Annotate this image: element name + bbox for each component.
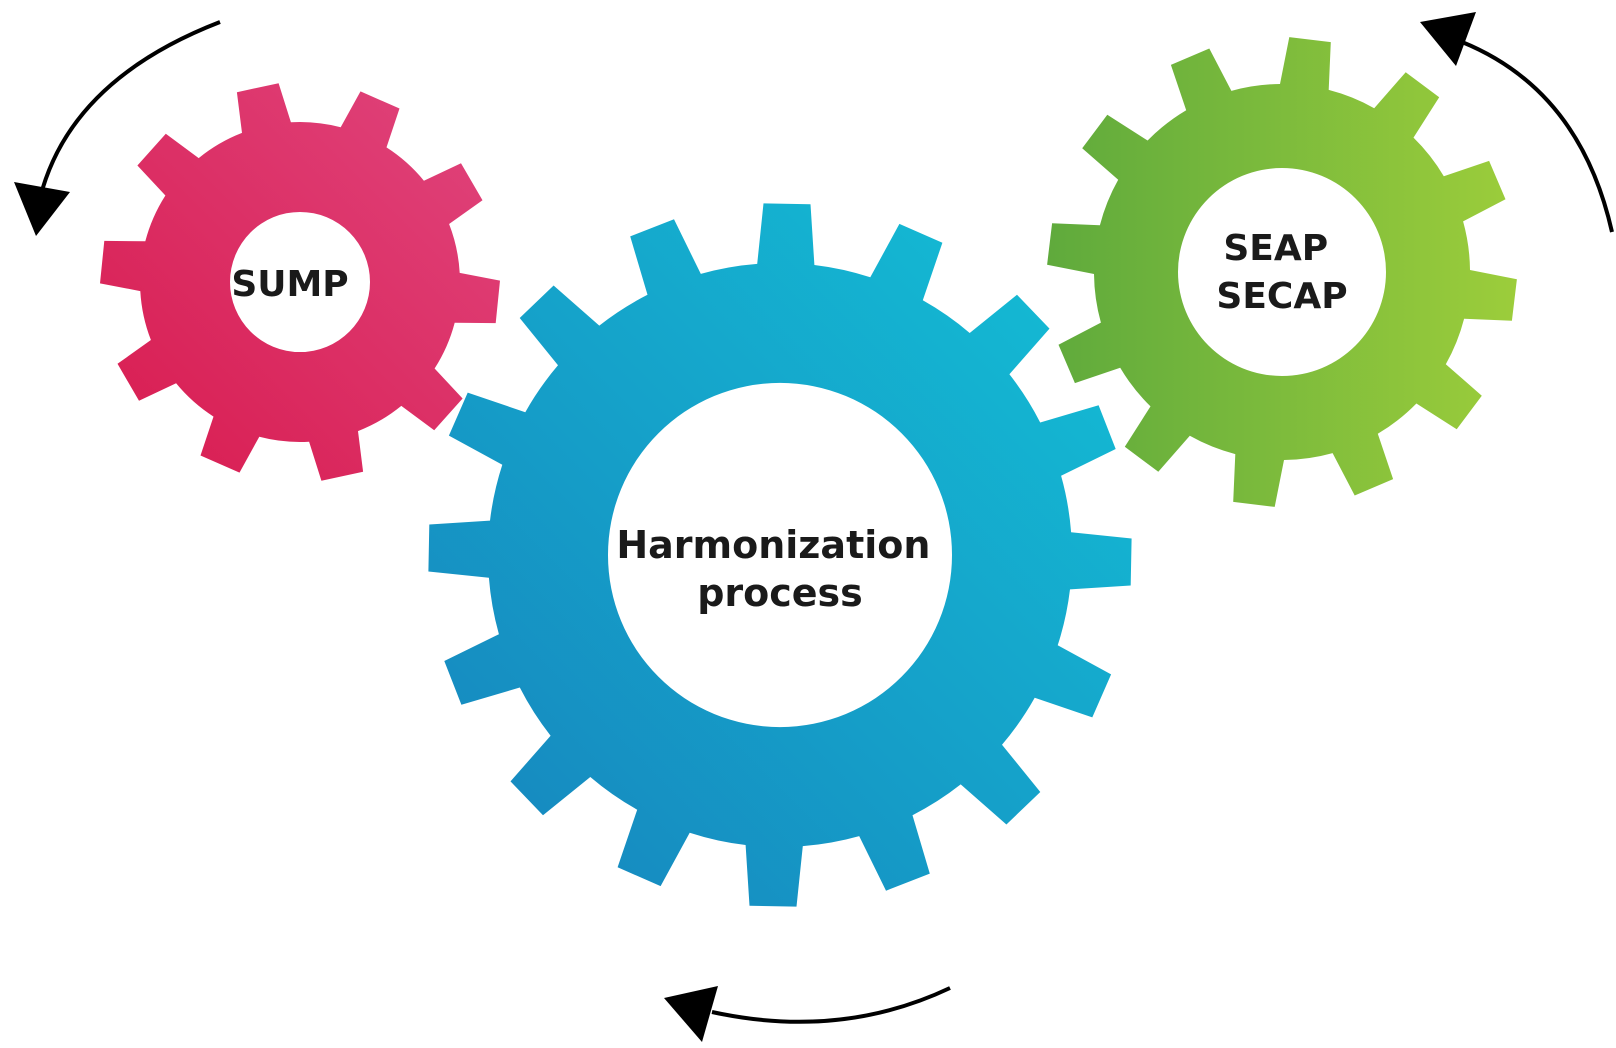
gear-harmonization-label-line: Harmonization — [616, 523, 930, 567]
rotation-arrow-top-right — [1461, 40, 1614, 233]
arrowhead-top-right — [1420, 12, 1476, 66]
arrowhead-bottom — [664, 986, 718, 1042]
gear-seap-secap-label: SEAP SECAP — [1216, 228, 1347, 317]
gear-harmonization-label: Harmonization process — [616, 523, 943, 615]
gear-sump-body — [100, 83, 500, 481]
gear-seap-secap-label-line: SEAP — [1223, 228, 1328, 269]
gear-harmonization: Harmonization process — [428, 203, 1132, 907]
gear-seap-secap-label-line: SECAP — [1216, 276, 1347, 317]
rotation-arrow-bottom — [711, 986, 951, 1024]
rotation-arrow-top-left — [38, 20, 221, 199]
gear-seap-secap-body — [1047, 37, 1517, 507]
gear-seap-secap: SEAP SECAP — [1047, 37, 1517, 507]
gear-sump-label-line: SUMP — [231, 264, 348, 305]
arrowhead-top-left — [14, 182, 70, 236]
gear-sump-label: SUMP — [231, 264, 348, 305]
gear-sump: SUMP — [100, 83, 500, 481]
gear-harmonization-body — [428, 203, 1132, 907]
gear-harmonization-label-line: process — [697, 571, 863, 615]
